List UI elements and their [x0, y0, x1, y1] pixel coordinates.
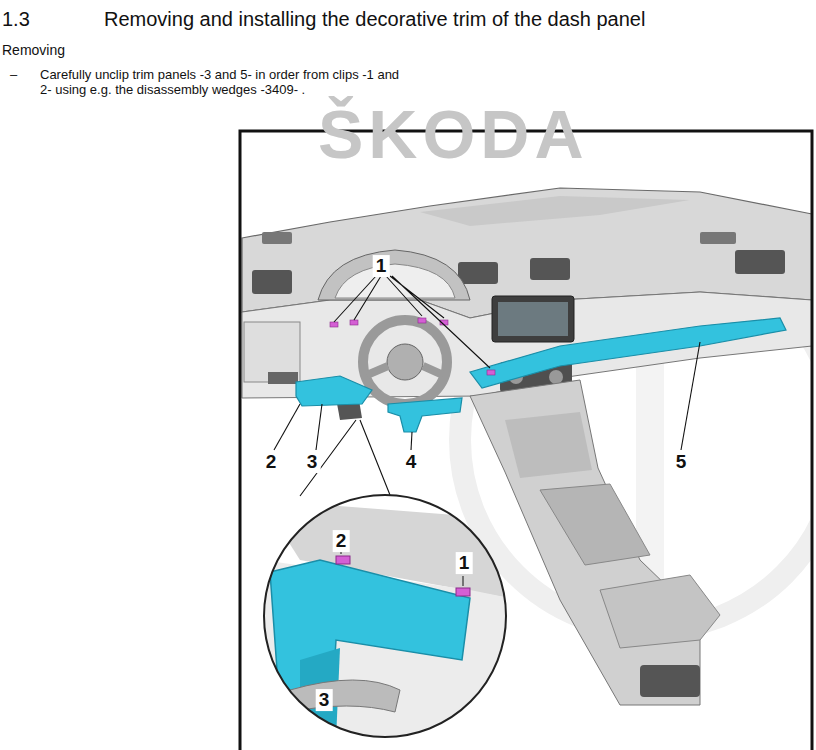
- callout-number: 3: [304, 451, 321, 473]
- section-title: Removing and installing the decorative t…: [104, 8, 645, 31]
- watermark: ŠKODA: [318, 100, 589, 168]
- callout-number: 2: [263, 451, 280, 473]
- bullet-dash: –: [10, 68, 17, 83]
- instruction-text: Carefully unclip trim panels -3 and 5- i…: [40, 68, 412, 98]
- subheading: Removing: [2, 42, 65, 58]
- callout-number: 3: [316, 689, 333, 711]
- callout-number: 2: [333, 530, 350, 552]
- callout-number: 4: [403, 451, 420, 473]
- section-number: 1.3: [2, 8, 30, 31]
- callout-number: 1: [373, 255, 390, 277]
- callout-number: 1: [456, 552, 473, 574]
- callout-number: 5: [673, 451, 690, 473]
